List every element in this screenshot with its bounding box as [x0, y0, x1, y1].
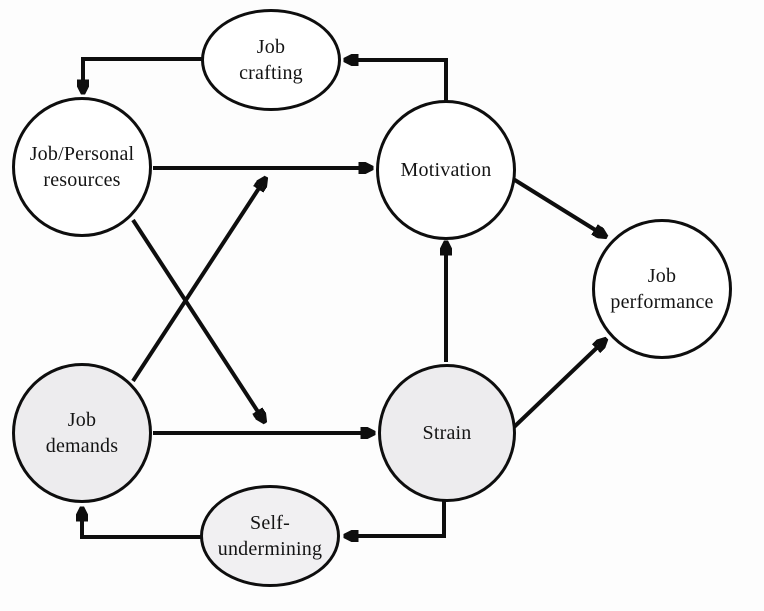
node-job-performance-label-line2: performance [610, 291, 714, 313]
node-strain: Strain [378, 364, 516, 502]
edge-strain-to-self-undermining-arrow [346, 501, 446, 536]
node-job-demands-label-line1: Job [67, 408, 97, 431]
node-job-crafting-label-line2: crafting [239, 62, 303, 84]
edge-resources-to-strain-arrow [131, 218, 264, 421]
node-self-undermining-label-line2: undermining [217, 538, 323, 560]
edge-self-undermining-to-job-demands-arrow [82, 509, 201, 539]
node-motivation-label: Motivation [400, 158, 492, 181]
node-self-undermining: Self- undermining [200, 485, 340, 587]
node-job-personal-resources: Job/Personal resources [12, 97, 152, 237]
node-job-crafting-label-line1: Job [256, 35, 286, 58]
edge-motivation-to-job-performance-arrow [508, 175, 605, 236]
node-job-personal-resources-label-line2: resources [43, 169, 121, 191]
node-job-demands-label-line2: demands [45, 435, 119, 457]
node-job-crafting: Job crafting [201, 9, 341, 111]
node-job-demands: Job demands [12, 363, 152, 503]
node-job-personal-resources-label-line1: Job/Personal [29, 142, 135, 165]
node-job-performance-label-line1: Job [647, 264, 677, 287]
edge-motivation-to-job-crafting-arrow [346, 60, 448, 101]
node-job-performance: Job performance [592, 219, 732, 359]
node-self-undermining-label-line1: Self- [250, 511, 290, 534]
node-strain-label: Strain [422, 421, 472, 444]
edge-strain-to-job-performance-arrow [511, 340, 605, 430]
edge-job-crafting-to-resources-arrow [83, 57, 202, 92]
node-motivation: Motivation [376, 100, 516, 240]
edge-job-demands-to-motivation-arrow [131, 179, 265, 383]
